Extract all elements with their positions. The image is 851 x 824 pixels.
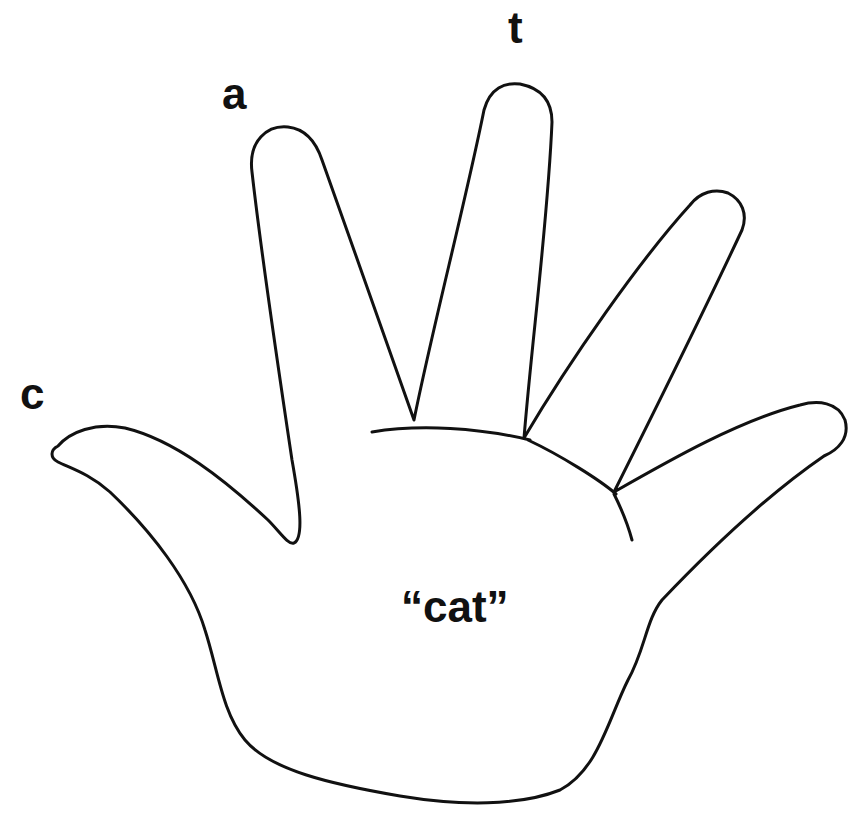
finger-letter: a bbox=[222, 72, 246, 116]
finger-letter: t bbox=[508, 6, 523, 50]
finger-base-line bbox=[372, 428, 632, 540]
palm-word: “cat” bbox=[401, 585, 509, 629]
hand-outline-path bbox=[52, 84, 846, 803]
finger-letter: c bbox=[20, 372, 44, 416]
